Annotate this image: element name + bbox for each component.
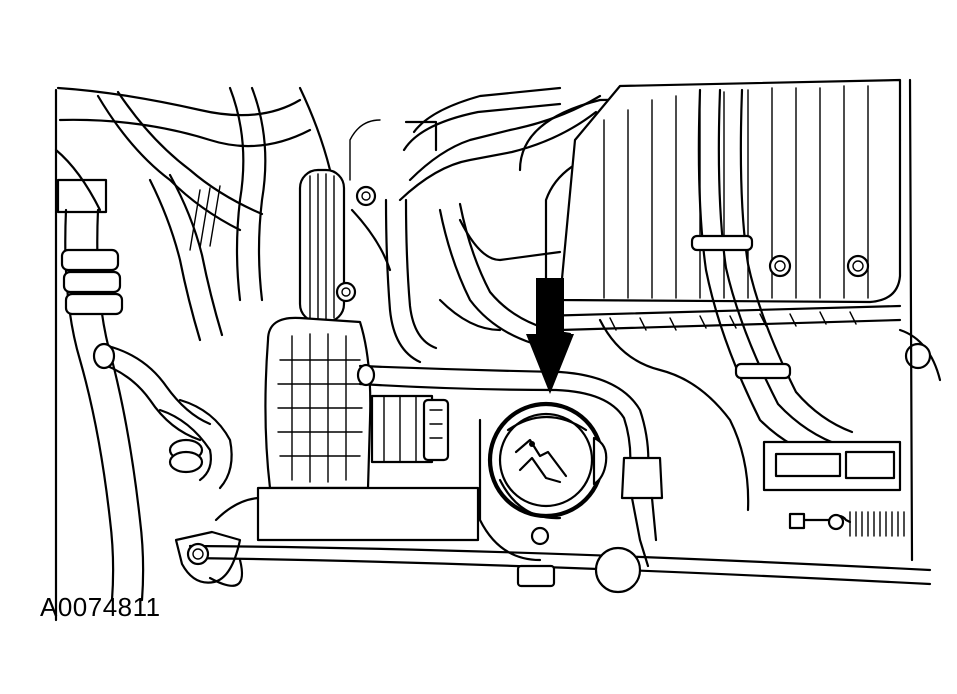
left-coolant-hose (56, 178, 145, 602)
vacuum-line (356, 363, 664, 568)
left-small-pipe (92, 342, 233, 490)
oil-filler-cap (487, 401, 608, 546)
accessory-pulley (298, 168, 392, 324)
down-arrow-icon (526, 278, 574, 394)
lower-crossmember (174, 486, 932, 594)
upper-left-hoses (54, 86, 332, 342)
oil-can-symbol-icon (514, 438, 568, 484)
engine-block-outline (54, 78, 914, 622)
right-connector-bracket (762, 328, 942, 492)
wiring-harness (384, 86, 854, 462)
figure-id-label: A0074811 (40, 592, 161, 622)
intake-manifold (518, 78, 902, 332)
return-spring (788, 511, 905, 537)
alternator (264, 316, 450, 490)
